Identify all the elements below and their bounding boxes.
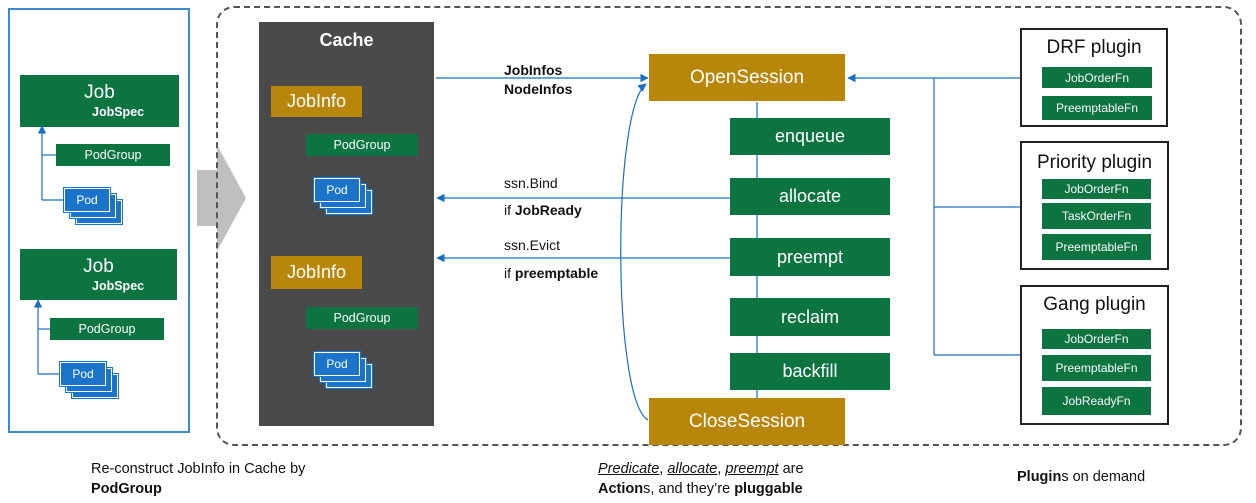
- jobinfo-box: JobInfo: [271, 86, 362, 117]
- caption-left: Re-construct JobInfo in Cache by PodGrou…: [91, 459, 305, 499]
- plugin-fn: PreemptableFn: [1042, 234, 1151, 260]
- close-session-box: CloseSession: [649, 398, 845, 445]
- caption-left-line1: Re-construct JobInfo in Cache by: [91, 461, 306, 477]
- action-enqueue: enqueue: [730, 118, 890, 155]
- arrow-label-evict-condition: if preemptable: [504, 265, 598, 281]
- pod-label: Pod: [72, 367, 94, 381]
- caption-middle-line1: Predicate, allocate, preempt are: [598, 459, 804, 479]
- left-tree-lines: [33, 125, 64, 375]
- pod-label: Pod: [326, 357, 348, 371]
- condition-prefix: if: [504, 202, 515, 218]
- cache-title: Cache: [319, 30, 374, 50]
- caption-left-line2: PodGroup: [91, 481, 162, 497]
- caption-allocate: allocate: [667, 461, 718, 477]
- action-preempt: preempt: [730, 238, 890, 276]
- caption-are: are: [778, 461, 804, 477]
- jobinfo-box: JobInfo: [271, 256, 362, 289]
- podgroup-box: PodGroup: [50, 318, 164, 340]
- flow-big-arrow: [197, 145, 246, 251]
- open-session-box: OpenSession: [649, 54, 845, 101]
- caption-preempt: preempt: [725, 461, 779, 477]
- plugin-drf: DRF plugin JobOrderFn PreemptableFn: [1020, 28, 1168, 127]
- plugin-gang: Gang plugin JobOrderFn PreemptableFn Job…: [1020, 285, 1169, 425]
- plugin-fn: JobOrderFn: [1042, 329, 1151, 349]
- action-allocate: allocate: [730, 178, 890, 215]
- condition-value: preemptable: [514, 265, 599, 281]
- plugin-fn: JobOrderFn: [1042, 179, 1151, 199]
- job-title: Job: [83, 256, 114, 277]
- caption-plugins-bold: Plugin: [1017, 469, 1062, 485]
- caption-middle: Predicate, allocate, preempt are Actions…: [598, 459, 804, 499]
- plugin-fn: JobOrderFn: [1042, 67, 1152, 88]
- condition-value: JobReady: [514, 202, 582, 218]
- podgroup-box: PodGroup: [306, 134, 418, 156]
- caption-plugins-rest: s on demand: [1061, 469, 1146, 485]
- job-spec: JobSpec: [92, 279, 145, 293]
- arrow-label-jobinfos: JobInfos: [504, 62, 563, 78]
- arrow-label-nodeinfos: NodeInfos: [504, 81, 573, 97]
- podgroup-box: PodGroup: [56, 144, 170, 166]
- plugin-priority: Priority plugin JobOrderFn TaskOrderFn P…: [1020, 141, 1169, 270]
- condition-prefix: if: [504, 265, 515, 281]
- pod-label: Pod: [326, 183, 348, 197]
- caption-right: Plugins on demand: [1017, 467, 1145, 487]
- arrow-label-bind: ssn.Bind: [504, 175, 558, 191]
- plugin-title: Priority plugin: [1036, 152, 1153, 173]
- plugin-title: DRF plugin: [1046, 37, 1142, 58]
- job-card: Job JobSpec: [20, 75, 179, 127]
- arrow-label-evict: ssn.Evict: [504, 237, 561, 253]
- arrow-label-bind-condition: if JobReady: [504, 202, 582, 218]
- plugin-fn: TaskOrderFn: [1042, 203, 1151, 229]
- plugin-fn: PreemptableFn: [1042, 355, 1151, 381]
- caption-actions-bold: Action: [598, 481, 644, 497]
- caption-actions-rest: s, and they’re: [643, 481, 735, 497]
- plugin-title: Gang plugin: [1043, 294, 1146, 315]
- action-backfill: backfill: [730, 353, 890, 390]
- job-spec: JobSpec: [92, 105, 145, 119]
- job-title: Job: [84, 82, 115, 103]
- caption-pluggable: pluggable: [734, 481, 803, 497]
- cache-session-arrows: [436, 73, 730, 421]
- caption-sep: ,: [717, 461, 726, 477]
- caption-middle-line2: Actions, and they’re pluggable: [598, 479, 804, 499]
- job-card: Job JobSpec: [20, 249, 177, 300]
- pod-label: Pod: [76, 193, 98, 207]
- plugin-fn: PreemptableFn: [1042, 96, 1152, 120]
- action-reclaim: reclaim: [730, 298, 890, 336]
- caption-sep: ,: [659, 461, 668, 477]
- plugin-connectors: [847, 73, 1020, 356]
- job-panel: [8, 8, 190, 433]
- scheduler-boundary: [216, 6, 1242, 446]
- plugin-fn: JobReadyFn: [1042, 387, 1151, 415]
- caption-predicate: Predicate: [598, 461, 660, 477]
- podgroup-box: PodGroup: [306, 307, 418, 329]
